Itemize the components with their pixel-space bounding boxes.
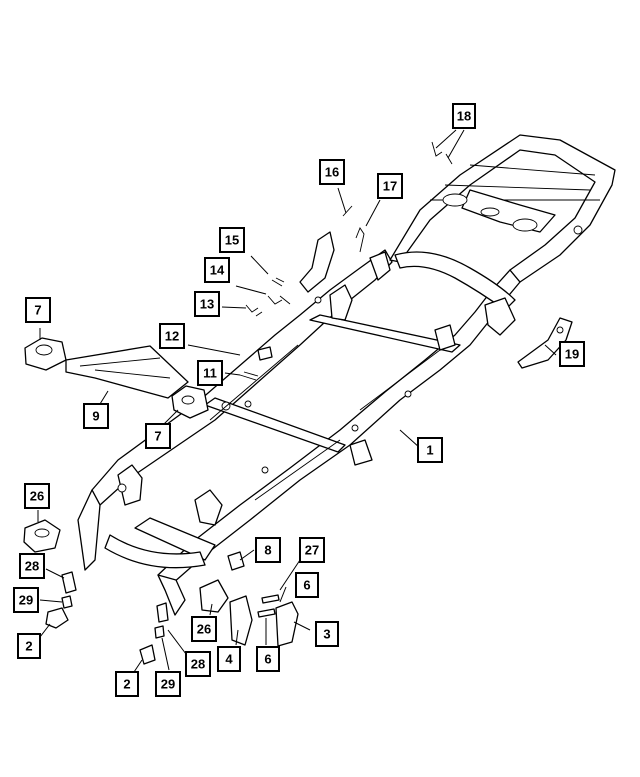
svg-text:18: 18 (457, 109, 471, 124)
callout-9: 9 (83, 403, 109, 429)
callout-12: 12 (159, 323, 185, 349)
svg-text:6: 6 (303, 578, 310, 593)
callout-26-left: 26 (24, 483, 50, 509)
callout-16: 16 (319, 159, 345, 185)
callout-1: 1 (417, 437, 443, 463)
rear-bracket (517, 317, 573, 369)
svg-text:8: 8 (264, 543, 271, 558)
callout-4: 4 (217, 646, 241, 672)
svg-text:7: 7 (154, 429, 161, 444)
callout-2-left: 2 (17, 633, 41, 659)
callout-18: 18 (452, 103, 476, 129)
shims-and-plate (257, 594, 299, 647)
svg-text:16: 16 (325, 165, 339, 180)
callout-13: 13 (194, 291, 220, 317)
center-small-parts (139, 602, 169, 665)
svg-text:1: 1 (426, 443, 433, 458)
callout-15: 15 (219, 227, 245, 253)
leader-lines (37, 129, 557, 676)
callout-2-center: 2 (115, 671, 139, 697)
body-mount-bracket-upper (24, 337, 67, 371)
svg-text:11: 11 (203, 366, 217, 381)
left-small-parts (45, 571, 77, 629)
engine-mount-left (23, 519, 61, 553)
svg-text:12: 12 (165, 329, 179, 344)
engine-mount-right (199, 579, 253, 646)
svg-text:6: 6 (264, 652, 271, 667)
callout-17: 17 (377, 173, 403, 199)
callout-7-lower: 7 (145, 423, 171, 449)
svg-text:13: 13 (200, 297, 214, 312)
small-fasteners (239, 277, 291, 381)
svg-text:3: 3 (323, 627, 330, 642)
svg-text:28: 28 (25, 559, 39, 574)
callout-6-upper: 6 (295, 572, 319, 598)
callouts: 18 16 17 15 14 13 7 12 (13, 103, 585, 697)
svg-text:2: 2 (123, 677, 130, 692)
svg-text:2: 2 (25, 639, 32, 654)
callout-19: 19 (559, 341, 585, 367)
callout-29-center: 29 (155, 671, 181, 697)
hook-clips (431, 141, 453, 165)
body-mount-bracket-lower (171, 385, 209, 419)
callout-28-center: 28 (185, 651, 211, 677)
svg-text:28: 28 (191, 657, 205, 672)
callout-14: 14 (204, 257, 230, 283)
callout-29-left: 29 (13, 587, 39, 613)
svg-text:26: 26 (30, 489, 44, 504)
rods-and-bracket (299, 205, 365, 293)
svg-text:7: 7 (34, 303, 41, 318)
callout-3: 3 (315, 621, 339, 647)
callout-27: 27 (299, 537, 325, 563)
callout-7-upper: 7 (25, 297, 51, 323)
spacer-block (227, 551, 245, 571)
svg-text:4: 4 (225, 652, 233, 667)
callout-8: 8 (255, 537, 281, 563)
svg-text:27: 27 (305, 543, 319, 558)
callout-6-lower: 6 (256, 646, 280, 672)
callout-11: 11 (197, 360, 223, 386)
callout-28-left: 28 (19, 553, 45, 579)
svg-text:26: 26 (197, 622, 211, 637)
skid-plate (65, 345, 189, 399)
svg-text:29: 29 (161, 677, 175, 692)
svg-text:14: 14 (210, 263, 225, 278)
svg-text:17: 17 (383, 179, 397, 194)
svg-text:9: 9 (92, 409, 99, 424)
svg-text:29: 29 (19, 593, 33, 608)
svg-text:19: 19 (565, 347, 579, 362)
svg-text:15: 15 (225, 233, 239, 248)
callout-26-right: 26 (191, 616, 217, 642)
